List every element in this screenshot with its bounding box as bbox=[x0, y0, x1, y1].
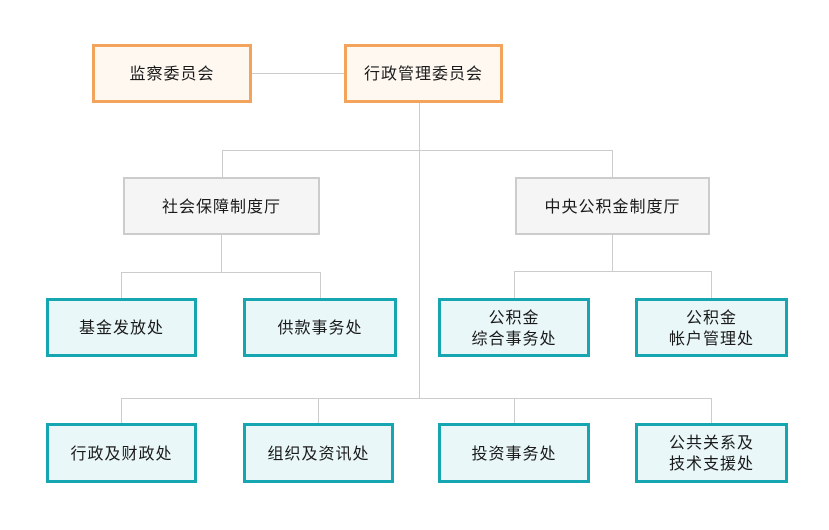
org-node-label-line2: 综合事务处 bbox=[471, 328, 557, 348]
connector-admin-divisions-split bbox=[121, 398, 711, 399]
org-node-label: 社会保障制度厅 bbox=[161, 196, 281, 216]
connector-drop-org-information bbox=[318, 398, 319, 423]
connector-drop-investment bbox=[514, 398, 515, 423]
connector-drop-pr-tech bbox=[711, 398, 712, 423]
connector-drop-cpf bbox=[612, 150, 613, 177]
org-node-label-line2: 技术支援处 bbox=[668, 454, 754, 473]
connector-drop-social-security bbox=[222, 150, 223, 177]
connector-supervisory-admin bbox=[252, 73, 344, 74]
org-node-label: 基金发放处 bbox=[78, 318, 164, 337]
org-node-label-line2: 帐户管理处 bbox=[668, 328, 754, 348]
org-node-pf-general-affairs-division: 公积金 综合事务处 bbox=[438, 298, 590, 357]
org-node-contribution-affairs-division: 供款事务处 bbox=[243, 298, 397, 357]
connector-social-security-trunk bbox=[221, 235, 222, 272]
org-node-label: 行政管理委员会 bbox=[363, 64, 483, 83]
connector-dept-split bbox=[222, 150, 612, 151]
org-node-pr-tech-support-division: 公共关系及 技术支援处 bbox=[635, 423, 788, 483]
org-node-label-line1: 公积金 bbox=[685, 307, 737, 327]
org-node-label: 中央公积金制度厅 bbox=[544, 196, 681, 216]
org-node-pf-account-management-division: 公积金 帐户管理处 bbox=[635, 298, 788, 357]
org-node-label: 行政及财政处 bbox=[70, 443, 173, 463]
connector-drop-pf-general bbox=[514, 271, 515, 298]
connector-drop-contribution bbox=[320, 272, 321, 298]
connector-drop-admin-finance bbox=[121, 398, 122, 423]
org-node-supervisory-committee: 监察委员会 bbox=[92, 44, 252, 103]
connector-admin-trunk bbox=[419, 103, 420, 398]
org-node-label: 组织及资讯处 bbox=[267, 443, 370, 463]
org-node-label-line1: 公共关系及 bbox=[668, 433, 754, 452]
org-node-label: 供款事务处 bbox=[277, 318, 363, 337]
org-node-central-provident-fund-system-dept: 中央公积金制度厅 bbox=[515, 177, 710, 235]
org-node-org-information-division: 组织及资讯处 bbox=[243, 423, 394, 483]
connector-social-security-split bbox=[121, 272, 320, 273]
connector-drop-pf-account bbox=[711, 271, 712, 298]
org-node-fund-disbursement-division: 基金发放处 bbox=[46, 298, 197, 357]
org-node-investment-affairs-division: 投资事务处 bbox=[438, 423, 590, 483]
org-node-admin-finance-division: 行政及财政处 bbox=[46, 423, 197, 483]
org-node-label-line1: 公积金 bbox=[488, 307, 540, 327]
org-node-label: 监察委员会 bbox=[129, 64, 215, 83]
connector-cpf-trunk bbox=[612, 235, 613, 271]
org-node-label: 投资事务处 bbox=[471, 443, 557, 463]
org-node-social-security-system-dept: 社会保障制度厅 bbox=[123, 177, 320, 235]
connector-cpf-split bbox=[514, 271, 711, 272]
org-node-admin-management-committee: 行政管理委员会 bbox=[344, 44, 503, 103]
connector-drop-fund-disbursement bbox=[121, 272, 122, 298]
